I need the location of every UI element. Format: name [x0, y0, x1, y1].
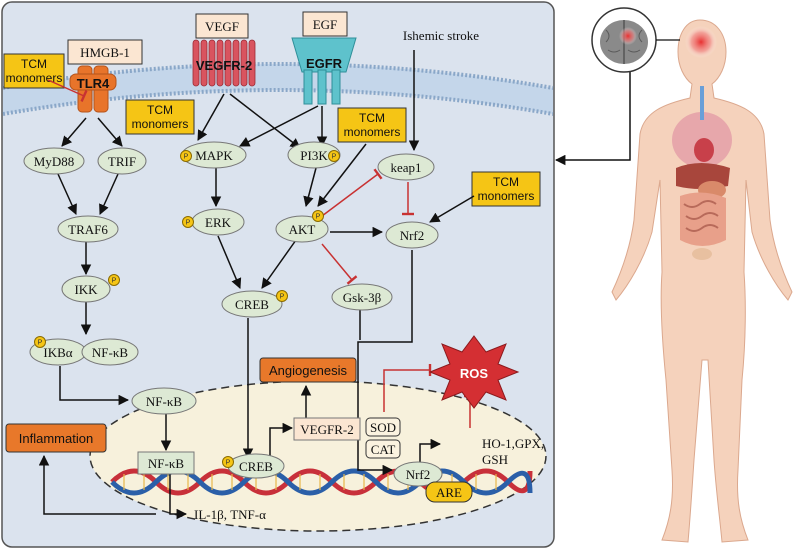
svg-text:IKK: IKK: [74, 282, 98, 297]
svg-text:ERK: ERK: [205, 215, 232, 230]
tcm-box-3: TCM monomers: [337, 107, 407, 143]
node-nfkb-complex: NF-κB: [81, 338, 139, 366]
node-akt: AKT: [275, 215, 329, 243]
svg-text:P: P: [226, 460, 231, 467]
svg-text:NF-κB: NF-κB: [146, 394, 182, 409]
svg-text:P: P: [332, 154, 337, 161]
node-erk: ERK: [191, 208, 245, 236]
node-trif: TRIF: [97, 147, 147, 175]
svg-text:TCM: TCM: [21, 57, 47, 71]
outcome-inflammation: Inflammation: [5, 423, 107, 453]
svg-text:monomers: monomers: [344, 125, 401, 139]
ho1-label-line2: GSH: [482, 452, 508, 467]
svg-text:P: P: [280, 294, 285, 301]
node-vegfr2-gene: VEGFR-2: [293, 417, 361, 441]
svg-text:Inflammation: Inflammation: [19, 431, 93, 446]
svg-text:monomers: monomers: [6, 71, 63, 85]
cytokines-label: IL-1β, TNF-α: [194, 507, 266, 522]
outcome-ros: ROS: [428, 335, 520, 409]
svg-text:TCM: TCM: [493, 175, 519, 189]
node-ikk: IKK: [61, 275, 111, 303]
svg-text:P: P: [112, 278, 117, 285]
svg-text:PI3K: PI3K: [300, 148, 328, 163]
svg-text:IKBα: IKBα: [43, 345, 72, 360]
ho1-label-line1: HO-1,GPX,: [482, 436, 544, 451]
svg-text:NF-κB: NF-κB: [92, 345, 128, 360]
tcm-box-2: TCM monomers: [125, 99, 195, 135]
svg-text:monomers: monomers: [478, 189, 535, 203]
node-are: ARE: [425, 481, 473, 503]
phospho-badges: P P P P P P P P: [34, 150, 340, 468]
node-nfkb: NF-κB: [131, 387, 197, 415]
svg-text:ROS: ROS: [460, 366, 489, 381]
node-traf6: TRAF6: [57, 215, 119, 243]
svg-text:monomers: monomers: [132, 117, 189, 131]
svg-text:TCM: TCM: [147, 103, 173, 117]
svg-text:AKT: AKT: [289, 222, 316, 237]
svg-text:Nrf2: Nrf2: [406, 467, 431, 482]
svg-text:MAPK: MAPK: [195, 148, 233, 163]
svg-text:TRIF: TRIF: [108, 154, 136, 169]
node-myd88: MyD88: [23, 147, 85, 175]
svg-text:CREB: CREB: [239, 459, 273, 474]
svg-text:Nrf2: Nrf2: [400, 228, 425, 243]
outcome-angiogenesis: Angiogenesis: [259, 357, 357, 383]
node-pi3k: PI3K: [287, 141, 341, 169]
node-creb: CREB: [221, 290, 283, 318]
svg-text:ARE: ARE: [436, 485, 462, 500]
node-sod: SOD: [365, 417, 401, 437]
svg-text:TCM: TCM: [359, 111, 385, 125]
svg-text:VEGFR-2: VEGFR-2: [300, 422, 353, 437]
svg-text:Gsk-3β: Gsk-3β: [343, 290, 382, 305]
svg-text:MyD88: MyD88: [34, 154, 74, 169]
node-nrf2: Nrf2: [385, 221, 439, 249]
node-keap1: keap1: [377, 153, 435, 181]
egf-label: EGF: [313, 17, 338, 32]
hmgb1-label: HMGB-1: [80, 45, 130, 60]
vegfr2-receptor: VEGFR-2: [192, 39, 256, 87]
svg-text:CAT: CAT: [371, 442, 396, 457]
tlr4-label: TLR4: [77, 76, 110, 91]
human-body-illustration: [611, 19, 793, 543]
tcm-box-1: TCM monomers: [3, 53, 65, 89]
stimulus-label: Ishemic stroke: [403, 28, 479, 43]
node-gsk3b: Gsk-3β: [331, 283, 393, 311]
node-nfkb-nucleus: NF-κB: [137, 451, 195, 475]
egfr-label: EGFR: [306, 56, 343, 71]
svg-text:CREB: CREB: [235, 297, 269, 312]
svg-text:P: P: [316, 214, 321, 221]
svg-text:P: P: [38, 340, 43, 347]
tlr4-receptor: TLR4: [69, 65, 117, 113]
svg-text:P: P: [186, 220, 191, 227]
svg-text:SOD: SOD: [370, 420, 396, 435]
svg-text:Angiogenesis: Angiogenesis: [269, 363, 348, 378]
vegf-label: VEGF: [205, 19, 239, 34]
svg-text:TRAF6: TRAF6: [68, 222, 108, 237]
node-mapk: MAPK: [181, 141, 247, 169]
svg-text:keap1: keap1: [390, 160, 421, 175]
svg-text:NF-κB: NF-κB: [148, 456, 184, 471]
egfr-receptor: EGFR: [291, 37, 357, 105]
tcm-box-4: TCM monomers: [471, 171, 541, 207]
node-cat: CAT: [365, 439, 401, 459]
brain-inset: [591, 7, 680, 73]
vegfr2-label: VEGFR-2: [196, 58, 252, 73]
svg-text:P: P: [184, 154, 189, 161]
node-creb-nucleus: CREB: [227, 453, 285, 479]
node-nrf2-nucleus: Nrf2: [393, 461, 443, 487]
